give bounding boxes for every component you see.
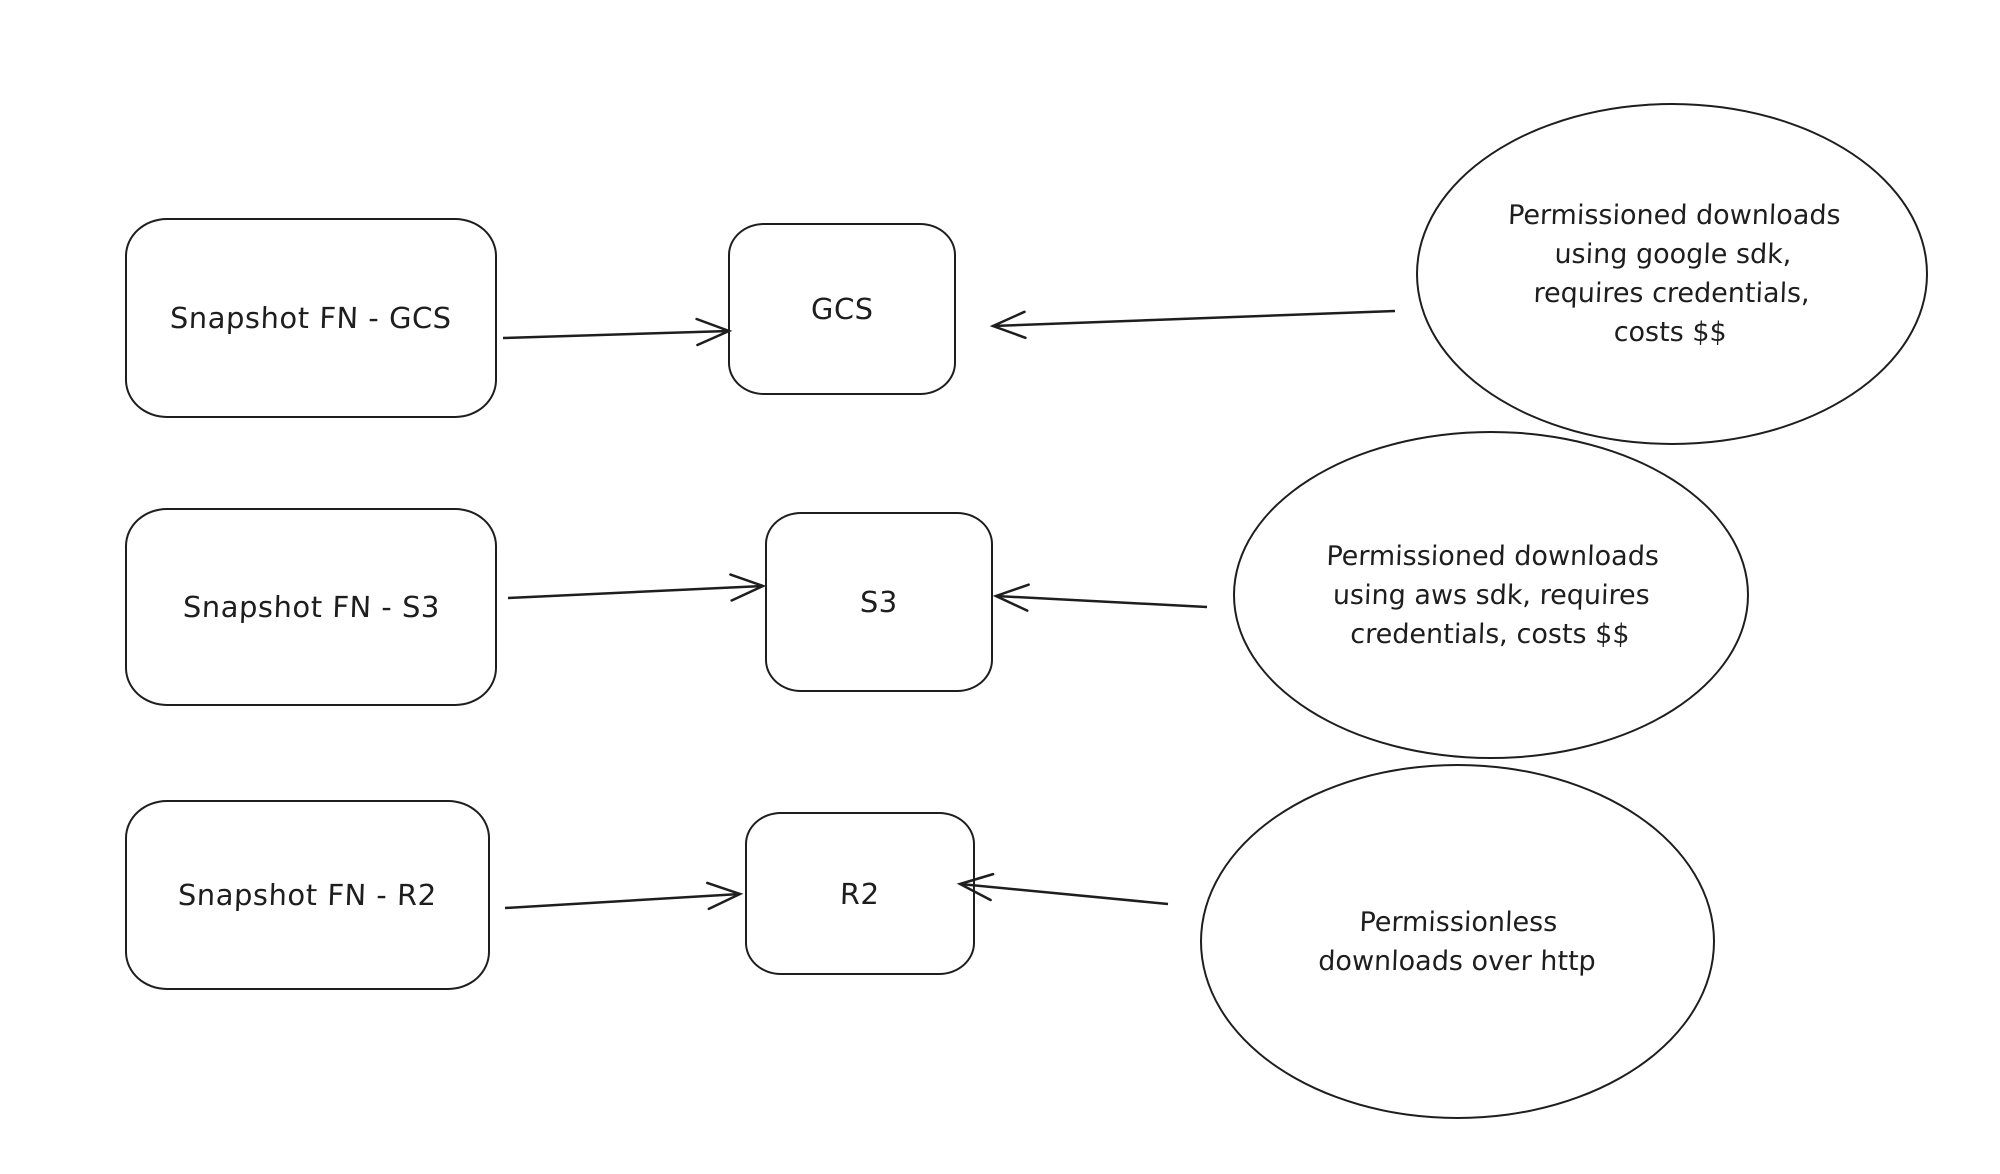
node-gcs[interactable]: GCS <box>728 223 956 395</box>
node-snapshot-fn-gcs[interactable]: Snapshot FN - GCS <box>125 218 497 418</box>
arrow-note-gcs-to-gcs[interactable] <box>989 309 1396 340</box>
node-s3[interactable]: S3 <box>765 512 993 692</box>
note-ellipse-s3[interactable]: Permissioned downloads using aws sdk, re… <box>1233 431 1749 759</box>
arrow-note-s3-to-s3[interactable] <box>992 583 1208 612</box>
node-snapshot-fn-r2-label: Snapshot FN - R2 <box>177 878 438 912</box>
node-gcs-label: GCS <box>810 292 874 326</box>
arrow-snapshot-gcs-to-gcs[interactable] <box>502 317 733 347</box>
arrow-snapshot-s3-to-s3[interactable] <box>507 573 767 602</box>
arrow-note-r2-to-r2[interactable] <box>956 872 1169 906</box>
node-s3-label: S3 <box>859 585 899 619</box>
note-ellipse-s3-label: Permissioned downloads using aws sdk, re… <box>1325 540 1660 650</box>
node-snapshot-fn-s3-label: Snapshot FN - S3 <box>181 590 441 624</box>
node-snapshot-fn-r2[interactable]: Snapshot FN - R2 <box>125 800 490 990</box>
node-snapshot-fn-s3[interactable]: Snapshot FN - S3 <box>125 508 497 706</box>
note-ellipse-r2-label: Permissionless downloads over http <box>1317 906 1597 977</box>
node-r2-label: R2 <box>839 876 881 911</box>
note-ellipse-r2[interactable]: Permissionless downloads over http <box>1200 764 1715 1119</box>
arrow-snapshot-r2-to-r2[interactable] <box>504 881 744 911</box>
note-ellipse-gcs[interactable]: Permissioned downloads using google sdk,… <box>1416 103 1928 445</box>
note-ellipse-gcs-label: Permissioned downloads using google sdk,… <box>1507 200 1841 348</box>
node-snapshot-fn-gcs-label: Snapshot FN - GCS <box>169 301 453 335</box>
node-r2[interactable]: R2 <box>745 812 975 975</box>
